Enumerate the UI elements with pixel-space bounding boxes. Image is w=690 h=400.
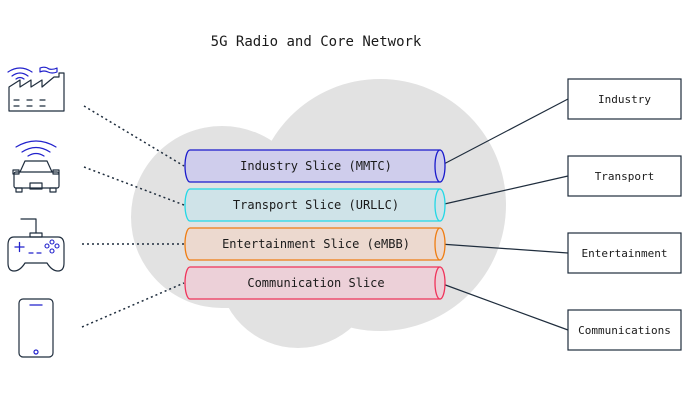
slice-label: Entertainment Slice (eMBB) — [222, 237, 410, 251]
slice-industry: Industry Slice (MMTC) — [184, 149, 446, 183]
destination-label: Entertainment — [581, 247, 667, 260]
destination-entertainment: Entertainment — [567, 232, 682, 274]
factory-icon — [7, 66, 65, 112]
gamepad-icon — [7, 218, 65, 272]
device-connectors — [81, 105, 185, 328]
slice-entertainment: Entertainment Slice (eMBB) — [184, 227, 446, 261]
destination-connector-industry — [439, 98, 569, 167]
destination-communications: Communications — [567, 309, 682, 351]
device-connector-communication — [81, 282, 185, 328]
diagram-title: 5G Radio and Core Network — [211, 34, 422, 50]
slice-communication: Communication Slice — [184, 266, 446, 300]
destination-transport: Transport — [567, 155, 682, 197]
slice-label: Transport Slice (URLLC) — [233, 198, 399, 212]
slice-transport: Transport Slice (URLLC) — [184, 188, 446, 222]
destination-label: Communications — [578, 324, 671, 337]
slice-label: Industry Slice (MMTC) — [240, 159, 392, 173]
destination-connector-communication — [439, 282, 569, 331]
destination-connectors — [439, 98, 569, 331]
car-icon — [12, 140, 60, 193]
slice-label: Communication Slice — [247, 276, 384, 290]
destination-connector-transport — [439, 175, 569, 206]
destination-label: Transport — [595, 170, 655, 183]
destination-label: Industry — [598, 93, 651, 106]
smartphone-icon — [18, 298, 54, 358]
destination-connector-entertainment — [439, 243, 569, 254]
destination-industry: Industry — [567, 78, 682, 120]
